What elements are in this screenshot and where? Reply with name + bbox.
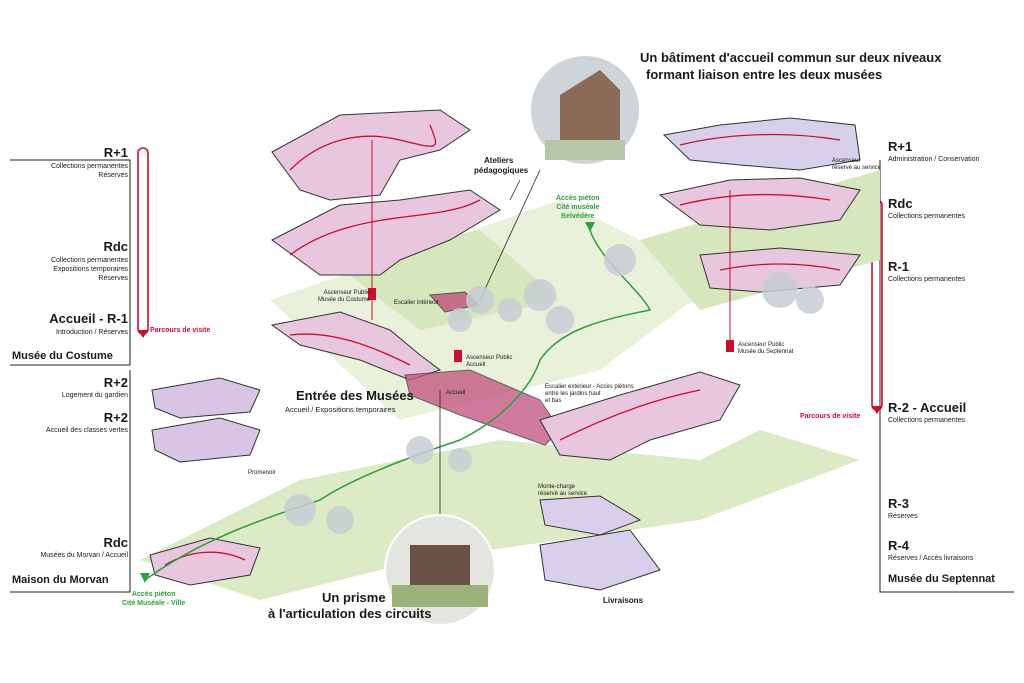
asc-accueil-icon xyxy=(454,350,462,362)
belvedere-arrow xyxy=(585,222,595,232)
septennat-floor-r-3 xyxy=(539,495,642,536)
asc-septennat-icon xyxy=(726,340,734,352)
label-promenoir: Promenoir xyxy=(248,470,276,476)
septennat-level-r-1-code: R-1 xyxy=(888,259,909,274)
septennat-rdc-path xyxy=(679,193,831,206)
costume-r-1-path xyxy=(289,333,411,366)
septennat-name: Musée du Septennat xyxy=(888,573,995,585)
label-accueil: Accueil xyxy=(446,390,466,396)
vignette-accueil-ground xyxy=(545,140,625,160)
septennat-r1-path xyxy=(679,133,841,146)
septennat-level-r-3-code: R-3 xyxy=(888,496,909,511)
septennat-floor-r-4 xyxy=(539,529,661,591)
costume-level-r1-code: R+1 xyxy=(103,145,128,160)
morvan-level-rdc-code: Rdc xyxy=(103,535,128,550)
vignette-accueil-building xyxy=(560,70,620,140)
costume-level-accueil-code: Accueil - R-1 xyxy=(49,311,128,326)
morvan-floor-r2b xyxy=(151,417,261,463)
septennat-level-r1-code: R+1 xyxy=(888,139,913,154)
costume-arrow-head xyxy=(138,330,148,338)
septennat-level-r-2-desc: Collections permanentes xyxy=(888,417,966,424)
septennat-r-2-path xyxy=(559,389,701,441)
septennat-level-r1-desc: Administration / Conservation xyxy=(888,156,980,163)
ateliers-line1: Ateliers xyxy=(484,156,514,165)
vignette-prisme-ground xyxy=(392,585,488,607)
asc-costume-icon xyxy=(368,288,376,300)
title-top-line1: Un bâtiment d'accueil commun sur deux ni… xyxy=(640,50,942,65)
septennat-level-rdc-code: Rdc xyxy=(888,196,913,211)
costume-level-accueil-desc: Introduction / Réserves xyxy=(56,329,128,336)
costume-frame xyxy=(10,159,131,366)
costume-level-r1-desc: Collections permanentes Réserves xyxy=(50,163,128,179)
septennat-level-r-1-desc: Collections permanentes xyxy=(888,276,966,283)
title-top-line2: formant liaison entre les deux musées xyxy=(646,67,883,82)
livraisons-label: Livraisons xyxy=(603,596,644,605)
septennat-parcours-label: Parcours de visite xyxy=(800,413,861,420)
morvan-level-r2a-code: R+2 xyxy=(103,375,128,390)
title-prisme-line2: à l'articulation des circuits xyxy=(268,606,432,621)
morvan-name: Maison du Morvan xyxy=(12,574,109,586)
morvan-level-r2a-desc: Logement du gardien xyxy=(61,392,128,399)
costume-parcours-label: Parcours de visite xyxy=(150,327,211,334)
morvan-level-r2b-desc: Accueil des classes vertes xyxy=(45,427,128,434)
title-entree-sub: Accueil / Expositions temporaires xyxy=(285,405,396,414)
label-monte-charge: Monte-charge réservé au service xyxy=(538,484,588,497)
costume-floor-r1 xyxy=(271,109,471,201)
label-escalier-ext: Escalier extérieur - Accès piétons entre… xyxy=(545,384,634,404)
septennat-floor-r-2 xyxy=(539,371,741,461)
septennat-level-r-4-desc: Réserves / Accès livraisons xyxy=(888,555,974,562)
septennat-floor-r1 xyxy=(662,117,861,171)
label-asc-accueil: Ascenseur Public Accueil xyxy=(466,355,513,368)
costume-floor-r-1 xyxy=(270,311,442,381)
ville-arrow xyxy=(140,573,150,583)
costume-r1-path xyxy=(289,124,437,171)
leader-top xyxy=(479,169,541,301)
access-belvedere: Accès piéton Cité muséale Belvédère xyxy=(556,195,600,220)
morvan-level-r2b-code: R+2 xyxy=(103,410,128,425)
septennat-level-rdc-desc: Collections permanentes xyxy=(888,213,966,220)
costume-level-rdc-desc: Collections permanentes Expositions temp… xyxy=(50,257,128,282)
morvan-rdc-path xyxy=(164,551,246,566)
vignette-prisme-building xyxy=(410,545,470,585)
septennat-frame xyxy=(879,160,1014,593)
septennat-floor-r-1 xyxy=(699,247,861,293)
septennat-arrow-head xyxy=(872,406,882,414)
costume-level-rdc-code: Rdc xyxy=(103,239,128,254)
title-prisme-line1: Un prisme xyxy=(322,590,386,605)
label-asc-service: Ascenseur réservé au service xyxy=(832,158,882,171)
costume-parcours-arrow xyxy=(137,147,149,335)
access-ville: Accès piéton Cité Muséale - Ville xyxy=(122,591,186,607)
septennat-r-1-path xyxy=(719,263,841,271)
septennat-level-r-3-desc: Réserves xyxy=(888,513,918,520)
costume-name: Musée du Costume xyxy=(12,350,113,362)
morvan-frame xyxy=(10,370,131,593)
septennat-floor-rdc xyxy=(658,177,861,231)
label-asc-costume: Ascenseur Public Musée du Costume xyxy=(318,290,371,303)
morvan-floor-rdc xyxy=(149,537,261,586)
label-asc-septennat: Ascenseur Public Musée du Septennat xyxy=(738,342,794,355)
septennat-level-r-2-code: R-2 - Accueil xyxy=(888,400,967,415)
ateliers-line2: pédagogiques xyxy=(474,166,529,175)
label-escalier-int: Escalier intérieur xyxy=(394,300,439,306)
morvan-floor-r2a xyxy=(151,377,261,419)
trees-group xyxy=(284,244,824,534)
morvan-level-rdc-desc: Musées du Morvan / Accueil xyxy=(40,552,128,559)
costume-rdc-path xyxy=(289,199,481,256)
pedestrian-path xyxy=(144,229,652,581)
title-entree: Entrée des Musées xyxy=(296,388,414,403)
septennat-level-r-4-code: R-4 xyxy=(888,538,909,553)
lower-garden xyxy=(140,430,860,600)
leader-ateliers xyxy=(509,179,521,201)
